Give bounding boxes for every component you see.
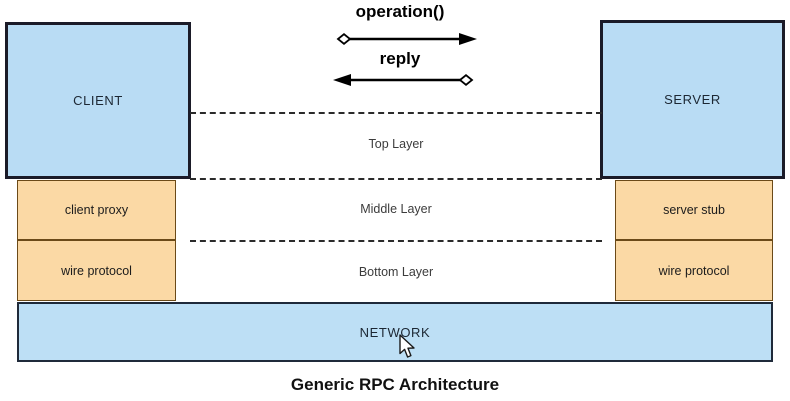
operation-arrow-icon: [336, 33, 477, 45]
client-proxy-label: client proxy: [64, 203, 129, 217]
middle-layer-divider: [190, 178, 602, 180]
server-wire-protocol-label: wire protocol: [658, 263, 730, 278]
client-wire-protocol-label: wire protocol: [61, 263, 132, 278]
server-wire-protocol-box: wire protocol: [615, 240, 773, 301]
bottom-layer-divider: [190, 240, 602, 242]
operation-message-label: operation(): [355, 2, 445, 21]
page-title: Generic RPC Architecture: [290, 375, 500, 394]
reply-arrow-icon: [333, 74, 474, 86]
server-label: SERVER: [664, 92, 721, 107]
client-wire-protocol-box: wire protocol: [17, 240, 176, 301]
network-label: NETWORK: [359, 324, 431, 340]
server-stub-box: server stub: [615, 180, 773, 240]
network-box: NETWORK: [17, 302, 773, 362]
middle-layer-label: Middle Layer: [360, 202, 432, 216]
client-label: CLIENT: [73, 93, 123, 108]
server-stub-label: server stub: [663, 203, 725, 217]
server-box: SERVER: [600, 20, 785, 179]
top-layer-divider: [190, 112, 602, 114]
reply-message-label: reply: [379, 49, 421, 68]
client-proxy-box: client proxy: [17, 180, 176, 240]
top-layer-label: Top Layer: [368, 137, 424, 151]
client-box: CLIENT: [5, 22, 191, 179]
bottom-layer-label: Bottom Layer: [358, 265, 434, 279]
